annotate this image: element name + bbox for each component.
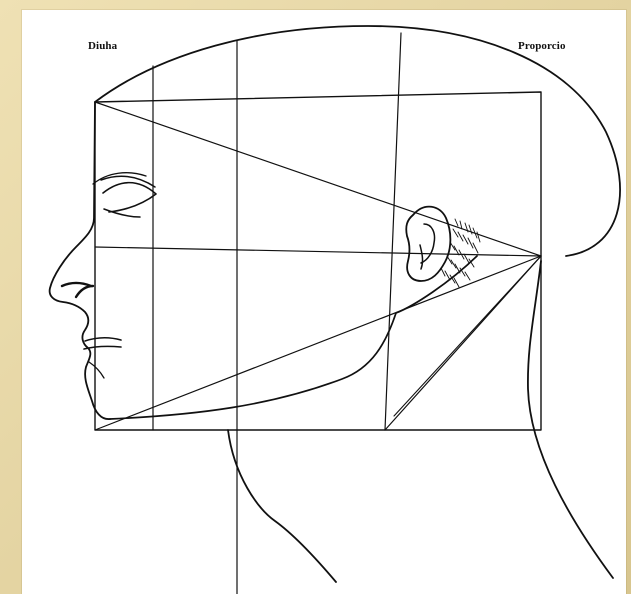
mouth-line [84,338,121,349]
diagonal-top [95,102,541,256]
ear-inner [420,224,435,269]
ear-outline [406,207,450,281]
chin-line [89,362,104,378]
horizontal-guide-mid [95,247,541,256]
eye-outline [103,183,156,212]
drawing-sheet: Diuha Proporcio [22,10,626,594]
neck-front [228,430,336,582]
vertical-guide-3 [385,33,401,430]
diagonal-bottom [95,256,541,430]
front-profile-outline [50,102,110,419]
nostril-line [62,283,93,297]
head-proportion-diagram [22,10,626,594]
hair-strokes [441,219,480,287]
proportion-frame [95,92,541,430]
